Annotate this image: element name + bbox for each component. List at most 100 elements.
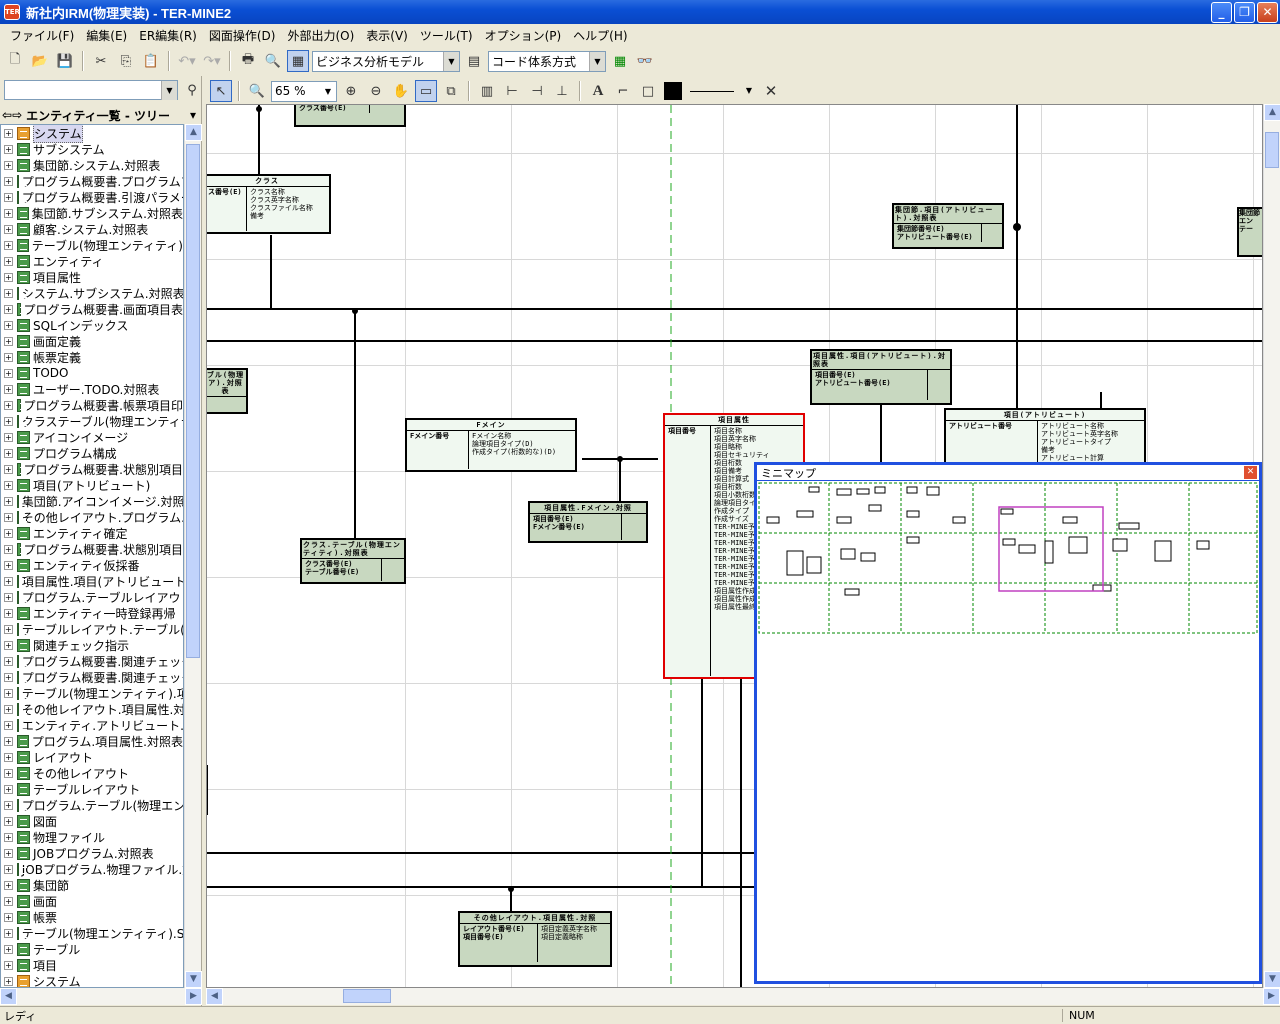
tree-item[interactable]: +集団節 <box>1 877 183 893</box>
tree-item[interactable]: +プログラム概要書.プログラムア <box>1 173 183 189</box>
expand-icon[interactable]: + <box>4 448 13 458</box>
print-icon[interactable]: 🖶 <box>241 52 255 67</box>
expand-icon[interactable]: + <box>4 224 13 234</box>
tree-item[interactable]: +テーブル(物理エンティティ).SQ <box>1 925 183 941</box>
menu-export[interactable]: 外部出力(O) <box>287 28 355 43</box>
expand-icon[interactable]: + <box>4 960 13 970</box>
forward-arrow-icon[interactable]: ⇨ <box>12 108 23 122</box>
entity-group-attribute-map[interactable]: 集団節.項目(アトリビュート).対照表 集団節番号(E)アトリビュート番号(E) <box>892 203 1004 249</box>
expand-icon[interactable]: + <box>4 880 13 890</box>
expand-icon[interactable]: + <box>4 384 13 394</box>
entity-attribute-domain-map[interactable]: 項目属性.Fメイン.対照 項目番号(E)Fメイン番号(E) <box>528 501 648 543</box>
expand-icon[interactable]: + <box>4 240 13 250</box>
expand-icon[interactable]: + <box>4 432 13 442</box>
tree-item[interactable]: +プログラム概要書.状態別項目 <box>1 541 183 557</box>
menu-er-edit[interactable]: ER編集(R) <box>139 28 197 43</box>
color-swatch-icon[interactable] <box>662 80 684 102</box>
tree-item[interactable]: +JOBプログラム.対照表 <box>1 845 183 861</box>
expand-icon[interactable]: + <box>4 400 13 410</box>
menu-help[interactable]: ヘルプ(H) <box>573 28 628 43</box>
minimap-overview[interactable] <box>757 481 1259 981</box>
print-preview-icon[interactable]: 🔍 <box>264 53 282 69</box>
delete-icon[interactable]: ✕ <box>764 82 778 100</box>
relation-tool-3-icon[interactable]: ⊥ <box>556 83 568 99</box>
tree-item[interactable]: +項目(アトリビュート) <box>1 477 183 493</box>
expand-icon[interactable]: + <box>4 416 13 426</box>
tree-item[interactable]: +画面 <box>1 893 183 909</box>
expand-icon[interactable]: + <box>4 688 13 698</box>
expand-icon[interactable]: + <box>4 480 13 490</box>
tree-item[interactable]: +テーブルレイアウト <box>1 781 183 797</box>
text-tool-icon[interactable]: A <box>592 82 604 99</box>
expand-icon[interactable]: + <box>4 176 13 186</box>
tree-item[interactable]: +TODO <box>1 365 183 381</box>
expand-icon[interactable]: + <box>4 752 13 762</box>
hand-icon[interactable]: ✋ <box>392 83 410 99</box>
tree-item[interactable]: +その他レイアウト.項目属性.対照 <box>1 701 183 717</box>
pointer-icon[interactable]: ↖ <box>210 80 232 102</box>
tree-item[interactable]: +エンティティ <box>1 253 183 269</box>
expand-icon[interactable]: + <box>4 304 13 314</box>
rect-tool-icon[interactable]: □ <box>641 83 655 99</box>
zoom-out-icon[interactable]: ⊖ <box>370 83 382 99</box>
expand-icon[interactable]: + <box>4 608 13 618</box>
tree-item[interactable]: +プログラム概要書.帳票項目印 <box>1 397 183 413</box>
line-tool-icon[interactable]: ⌐ <box>617 83 629 99</box>
maximize-button[interactable]: ❐ <box>1234 2 1255 23</box>
tree-item[interactable]: +プログラム概要書.画面項目表 <box>1 301 183 317</box>
menu-file[interactable]: ファイル(F) <box>10 28 75 43</box>
expand-icon[interactable]: + <box>4 464 13 474</box>
tree-item[interactable]: +テーブル(物理エンティティ) <box>1 237 183 253</box>
expand-icon[interactable]: + <box>4 912 13 922</box>
tree-item[interactable]: +集団節.アイコンイメージ.対照表 <box>1 493 183 509</box>
chevron-down-icon[interactable]: ▼ <box>589 51 605 71</box>
minimap-titlebar[interactable]: ミニマップ ✕ <box>757 465 1259 481</box>
close-button[interactable]: ✕ <box>1257 2 1278 23</box>
tree-item[interactable]: +エンティティ仮採番 <box>1 557 183 573</box>
chevron-down-icon[interactable]: ▾ <box>189 108 196 122</box>
menu-view[interactable]: 表示(V) <box>366 28 408 43</box>
expand-icon[interactable]: + <box>4 576 13 586</box>
tree-hscrollbar[interactable]: ◀ ▶ <box>0 988 202 1005</box>
tree-item[interactable]: +プログラム.項目属性.対照表 <box>1 733 183 749</box>
entity-search-combo[interactable]: ▼ <box>4 80 178 100</box>
tree-item[interactable]: +プログラム.テーブル(物理エンテ <box>1 797 183 813</box>
entity-partial-left[interactable]: ブル(物理ア).対照表 <box>207 368 248 414</box>
scroll-right-icon[interactable]: ▶ <box>1263 988 1280 1005</box>
tree-item[interactable]: +その他レイアウト.プログラム.対照 <box>1 509 183 525</box>
expand-icon[interactable]: + <box>4 848 13 858</box>
chevron-down-icon[interactable]: ▼ <box>320 81 336 101</box>
entity-tool-icon[interactable]: ▥ <box>480 83 494 99</box>
tree-item[interactable]: +ユーザー.TODO.対照表 <box>1 381 183 397</box>
expand-icon[interactable]: + <box>4 896 13 906</box>
entity-domain[interactable]: Fメイン Fメイン番号 Fメイン名称論理項目タイプ(D)作成タイプ(桁数的な)(… <box>405 418 577 472</box>
find-entity-icon[interactable]: ⚲ <box>187 82 197 98</box>
tree-item[interactable]: +プログラム.テーブルレイアウト.対 <box>1 589 183 605</box>
expand-icon[interactable]: + <box>4 672 13 682</box>
minimap-viewport[interactable] <box>998 506 1104 592</box>
expand-icon[interactable]: + <box>4 336 13 346</box>
paste-icon[interactable]: 📋 <box>142 53 160 69</box>
canvas-vscroll-thumb[interactable] <box>1265 132 1279 168</box>
tree-item[interactable]: +図面 <box>1 813 183 829</box>
new-file-icon[interactable]: 🗋 <box>9 52 21 67</box>
copy-icon[interactable]: ⎘ <box>120 53 132 69</box>
expand-icon[interactable]: + <box>4 864 13 874</box>
expand-icon[interactable]: + <box>4 736 13 746</box>
expand-icon[interactable]: + <box>4 928 13 938</box>
relation-tool-icon[interactable]: ⊢ <box>506 83 518 99</box>
tree-item[interactable]: +集団節.システム.対照表 <box>1 157 183 173</box>
tree-item[interactable]: +システム <box>1 125 183 143</box>
scroll-up-icon[interactable]: ▲ <box>1264 104 1280 121</box>
entity-attribute[interactable]: 項目(アトリビュート) アトリビュート番号 アトリビュート名称アトリビュート英字… <box>944 408 1146 468</box>
tree-item[interactable]: +物理ファイル <box>1 829 183 845</box>
expand-icon[interactable]: + <box>4 592 13 602</box>
redo-icon[interactable]: ↷▾ <box>203 53 221 69</box>
entity-partial-right[interactable]: 集団節 エン テー <box>1237 207 1262 257</box>
tree-item[interactable]: +エンティティ.アトリビュート.対照表 <box>1 717 183 733</box>
minimize-button[interactable]: _ <box>1211 2 1232 23</box>
chevron-down-icon[interactable]: ▼ <box>161 81 177 100</box>
expand-icon[interactable]: + <box>4 320 13 330</box>
expand-icon[interactable]: + <box>4 832 13 842</box>
tree-item[interactable]: +プログラム概要書.状態別項目 <box>1 461 183 477</box>
